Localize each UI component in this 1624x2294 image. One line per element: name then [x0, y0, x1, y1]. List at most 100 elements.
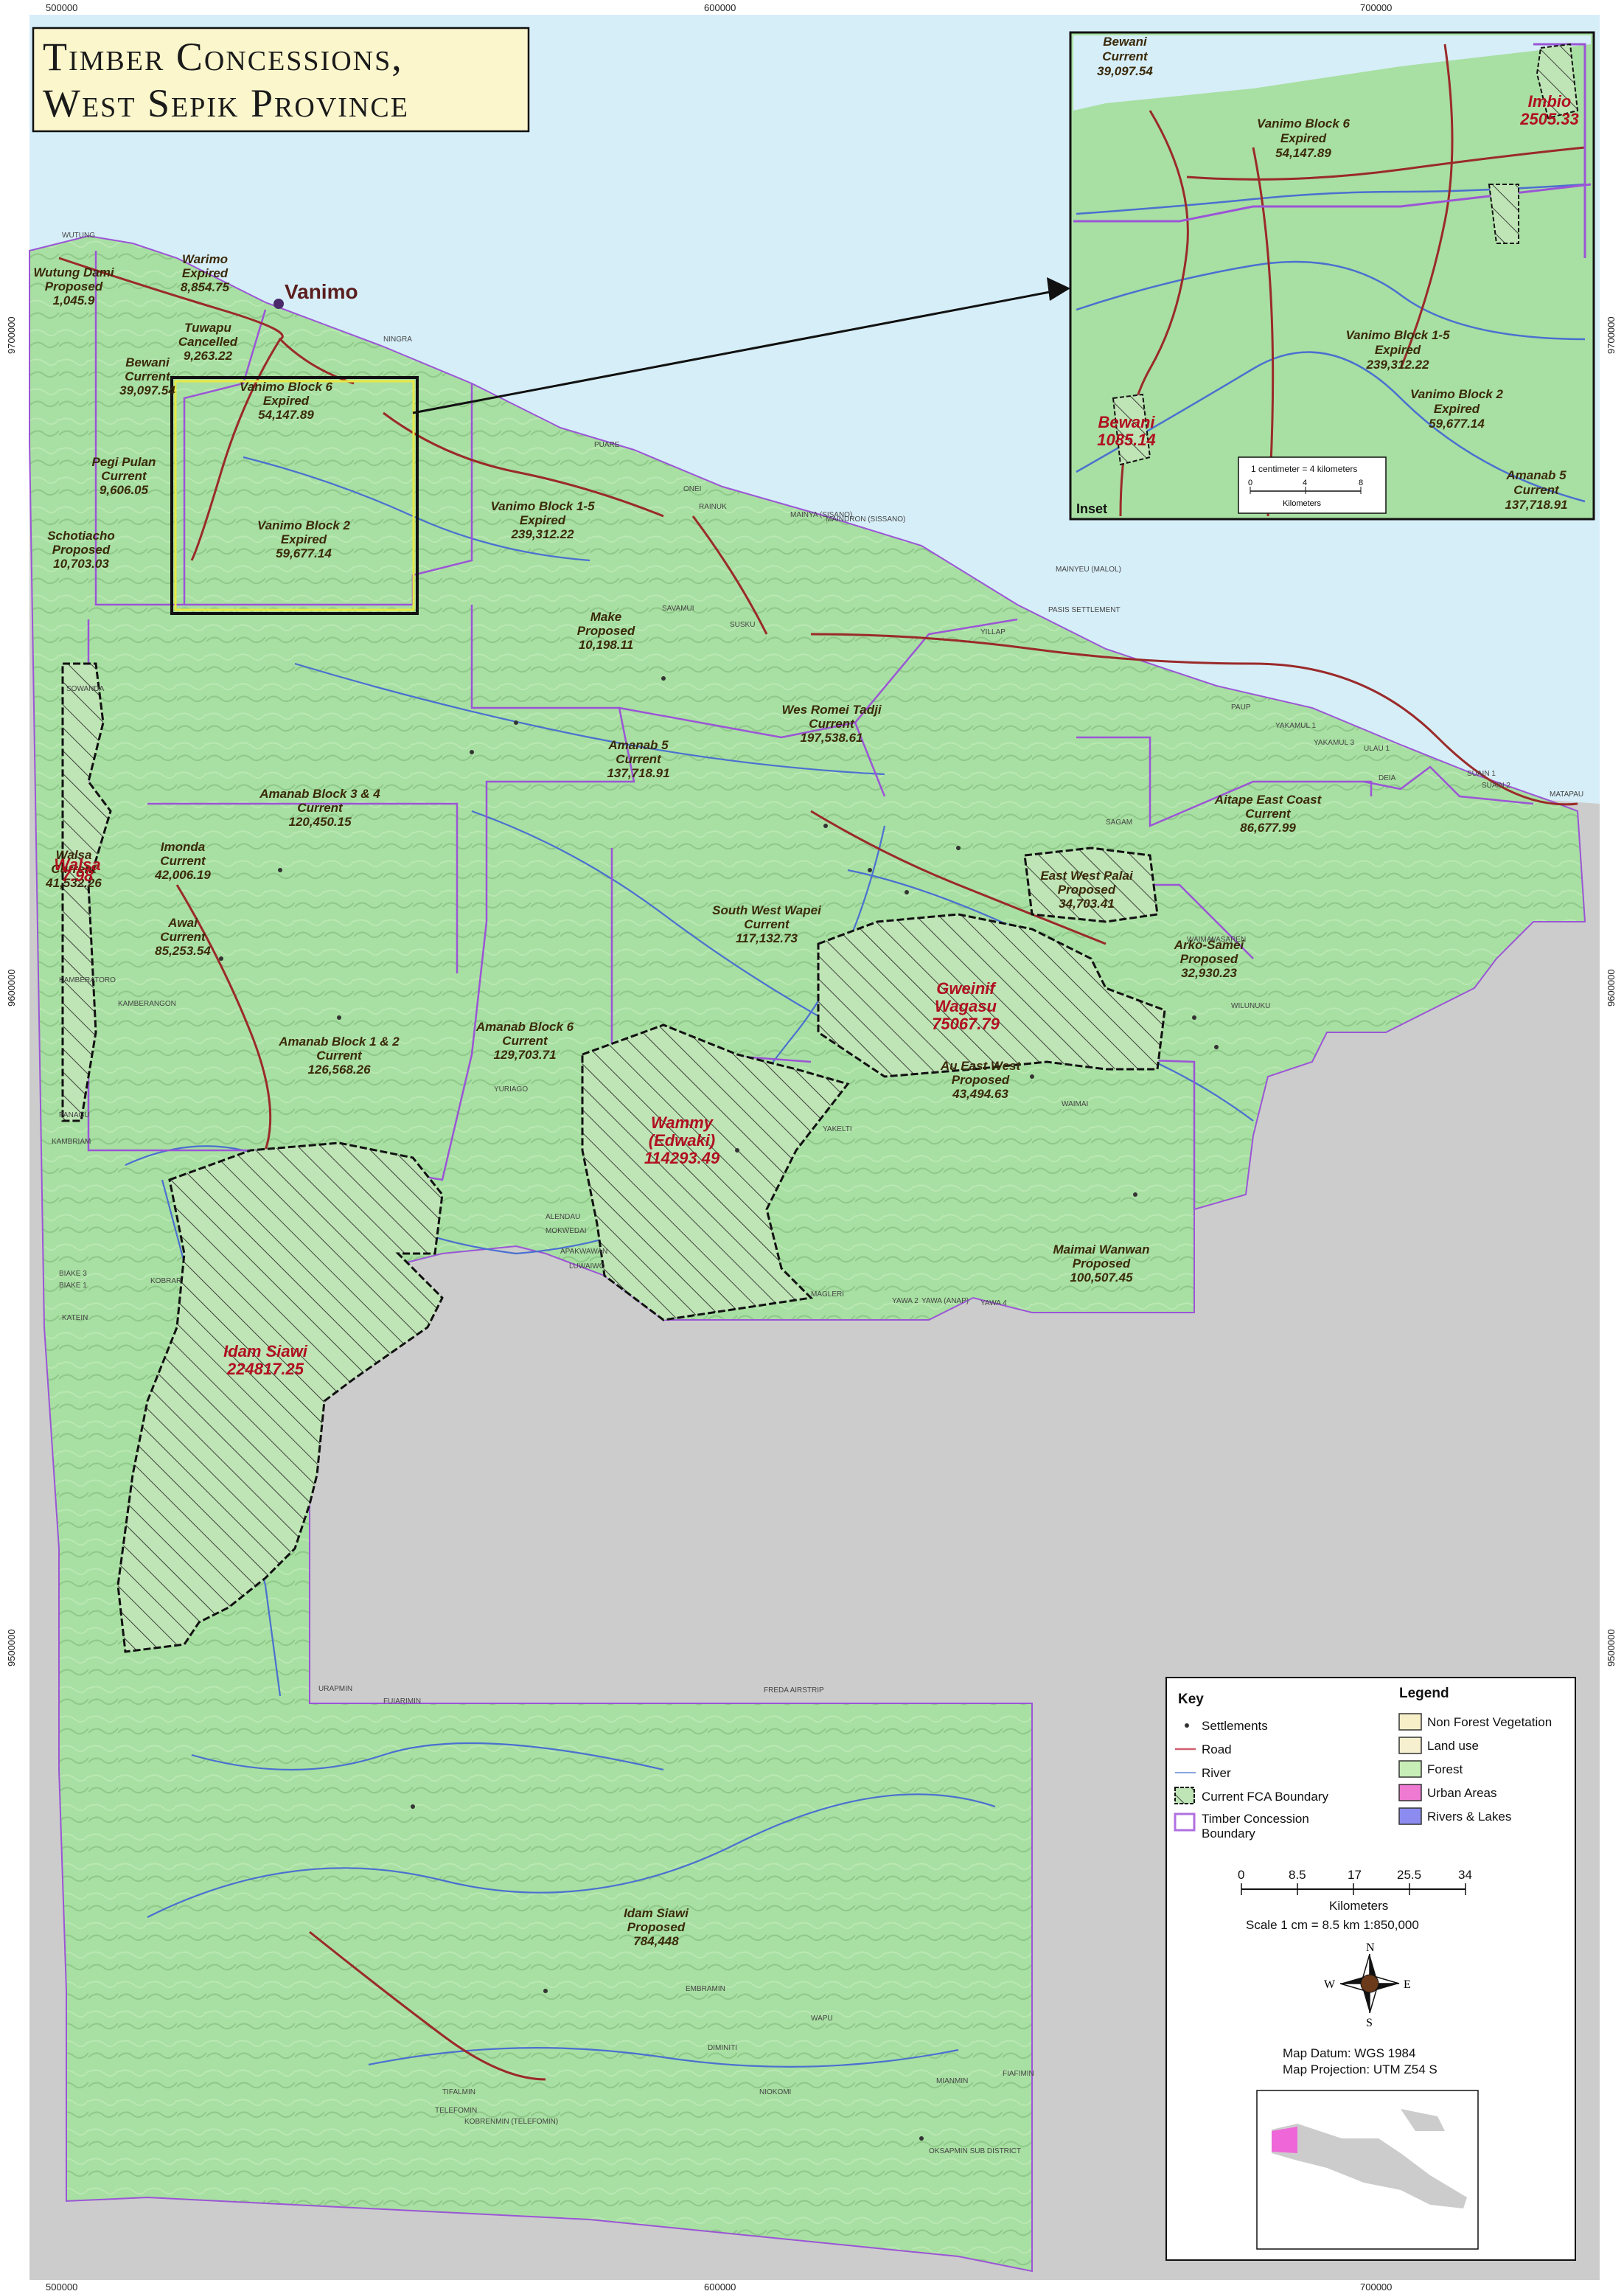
fca-name: Wammy: [651, 1113, 714, 1132]
town-label: SUSKU: [730, 621, 755, 629]
concession-area: 59,677.14: [276, 546, 332, 560]
fca-name: Walsa: [54, 855, 100, 874]
concession-area: 126,568.26: [307, 1063, 371, 1077]
town-label: FREDA AIRSTRIP: [764, 1686, 824, 1695]
concession-name: Walsa: [56, 848, 92, 862]
inset-concession-text: Vanimo Block 1-5: [1345, 328, 1450, 342]
town-label: ALENDAU: [546, 1213, 580, 1221]
town-label: YAKAMUL 1: [1275, 722, 1316, 730]
inset-concession-text: 239,312.22: [1365, 358, 1429, 372]
fca-idam-siawi[interactable]: [116, 1141, 444, 1653]
town-label: MAINDRON (SISSANO): [826, 515, 905, 524]
compass-icon: N S E W: [1324, 1942, 1411, 2029]
map-datum: Map Datum: WGS 1984: [1283, 2046, 1415, 2060]
concession-area: 8,854.75: [181, 280, 230, 294]
concession-status: Current: [744, 917, 790, 931]
compass-w: W: [1324, 1978, 1336, 1991]
town-label: SAVAMUI: [662, 605, 694, 613]
fca-area: 75067.79: [932, 1015, 1000, 1033]
legend-item-rivers-lakes: Rivers & Lakes: [1398, 1807, 1511, 1825]
fca-wammy-edwaki[interactable]: [581, 1023, 850, 1321]
concession-name: Au East West: [940, 1059, 1022, 1073]
town-label: KATEIN: [62, 1314, 88, 1322]
city-marker[interactable]: [273, 299, 284, 309]
roads: [58, 257, 1578, 2081]
fca-labels: GweinifWagasu75067.79Wammy(Edwaki)114293…: [54, 855, 1000, 1378]
town-label: PANAGU: [59, 1111, 90, 1119]
inset-fca-bewani[interactable]: [1112, 393, 1151, 466]
town-label: SAGAM: [1106, 818, 1132, 827]
concession-area: 41,532.26: [45, 876, 102, 890]
inset-locator-box[interactable]: [170, 376, 419, 615]
concession-status: Proposed: [1180, 952, 1238, 966]
town-label: PUARE: [594, 441, 620, 449]
town-label: URAPMIN: [318, 1685, 352, 1693]
concession-name: Idam Siawi: [624, 1906, 689, 1920]
town-label: RAINUK: [699, 503, 727, 511]
concession-area: 34,703.41: [1059, 897, 1115, 911]
concession-name: Bewani: [125, 355, 170, 369]
town-label: YAWA 2: [892, 1297, 919, 1305]
town-label: FUIARIMIN: [383, 1697, 421, 1706]
concession-name: Tuwapu: [184, 321, 232, 335]
fca-east-west-palai[interactable]: [1023, 847, 1159, 923]
town-label: MAINYEU (MALOL): [1056, 566, 1121, 574]
scale-tick-1: 8.5: [1289, 1868, 1306, 1882]
inset-fca-imbio[interactable]: [1536, 43, 1579, 119]
legend-item-urban-areas: Urban Areas: [1398, 1784, 1497, 1801]
concession-area: 10,703.03: [53, 557, 109, 571]
fca-area: 114293.49: [644, 1149, 720, 1167]
concession-name: Arko-Samei: [1174, 938, 1245, 952]
concession-status: Current: [51, 862, 97, 876]
concession-name: Awai: [167, 916, 198, 930]
town-label: YAWA 4: [980, 1299, 1007, 1307]
fca-name-2: (Edwaki): [649, 1131, 715, 1150]
inset-scale-text: 1 centimeter = 4 kilometers: [1251, 464, 1357, 474]
fca-walsa[interactable]: [61, 662, 112, 1122]
inset-concession-text: 54,147.89: [1275, 146, 1331, 160]
key-concession-2: Boundary: [1202, 1826, 1255, 1841]
fca-gweinif-wagasu[interactable]: [817, 913, 1166, 1078]
key-heading: Key: [1178, 1692, 1204, 1707]
title-line-1: Timber Concessions,: [43, 35, 403, 79]
inset-scale-tick-1: 4: [1303, 479, 1307, 487]
concession-name: Imonda: [161, 840, 205, 854]
concession-status: Proposed: [952, 1073, 1010, 1087]
town-label: WAIMAI: [1187, 936, 1213, 944]
scale-tick-3: 25.5: [1397, 1868, 1421, 1882]
legend-label: Rivers & Lakes: [1427, 1810, 1511, 1824]
town-label: KOBRENMIN (TELEFOMIN): [464, 2118, 558, 2126]
concession-area: 137,718.91: [607, 766, 669, 780]
concession-area: 9,606.05: [100, 483, 149, 497]
town-label: YILLAP: [980, 628, 1006, 636]
town-label: YAWA (ANAP): [921, 1297, 969, 1305]
